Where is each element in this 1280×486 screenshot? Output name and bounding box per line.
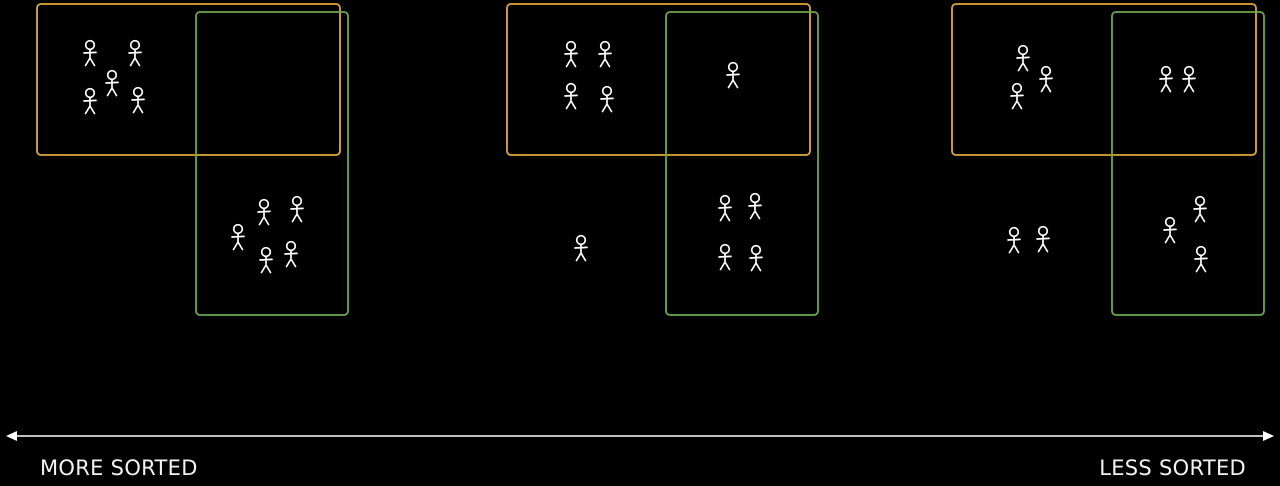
person-icon: [259, 246, 273, 274]
person-icon: [598, 40, 612, 68]
person-icon: [726, 61, 740, 89]
group-a-people: [1010, 44, 1053, 110]
person-icon: [748, 192, 762, 220]
group-a-box: [506, 3, 811, 156]
person-icon: [718, 194, 732, 222]
person-icon: [718, 243, 732, 271]
person-icon: [105, 69, 119, 97]
group-a-people: [564, 40, 614, 113]
panel-mixed: [506, 3, 819, 316]
person-icon: [749, 244, 763, 272]
group-b-box: [665, 11, 819, 316]
sortedness-axis: [6, 431, 1274, 441]
person-icon: [83, 87, 97, 115]
group-a-box: [951, 3, 1257, 156]
group-b-box: [195, 11, 349, 316]
group-a-box: [36, 3, 341, 156]
person-icon: [231, 223, 245, 251]
panel-least-sorted: [951, 3, 1265, 316]
person-icon: [1163, 216, 1177, 244]
person-icon: [131, 86, 145, 114]
arrowhead-right-icon: [1263, 431, 1274, 441]
person-icon: [290, 195, 304, 223]
more-sorted-label: MORE SORTED: [40, 456, 198, 480]
person-icon: [1182, 65, 1196, 93]
panel-most-sorted: [36, 3, 349, 316]
person-icon: [1016, 44, 1030, 72]
person-icon: [1159, 65, 1173, 93]
person-icon: [600, 85, 614, 113]
person-icon: [1007, 226, 1021, 254]
person-icon: [574, 234, 588, 262]
group-a-people: [83, 39, 145, 115]
person-icon: [128, 39, 142, 67]
person-icon: [564, 40, 578, 68]
person-icon: [1194, 245, 1208, 273]
group-b-box: [1111, 11, 1265, 316]
overlap-people: [1159, 65, 1196, 93]
person-icon: [1036, 225, 1050, 253]
outside-people: [574, 234, 588, 262]
group-b-people: [718, 192, 763, 272]
person-icon: [564, 82, 578, 110]
arrowhead-left-icon: [6, 431, 17, 441]
group-b-people: [231, 195, 304, 274]
person-icon: [284, 240, 298, 268]
person-icon: [1039, 65, 1053, 93]
outside-people: [1007, 225, 1050, 254]
person-icon: [1193, 195, 1207, 223]
person-icon: [257, 198, 271, 226]
less-sorted-label: LESS SORTED: [1099, 456, 1246, 480]
overlap-people: [726, 61, 740, 89]
group-b-people: [1163, 195, 1208, 273]
person-icon: [83, 39, 97, 67]
person-icon: [1010, 82, 1024, 110]
